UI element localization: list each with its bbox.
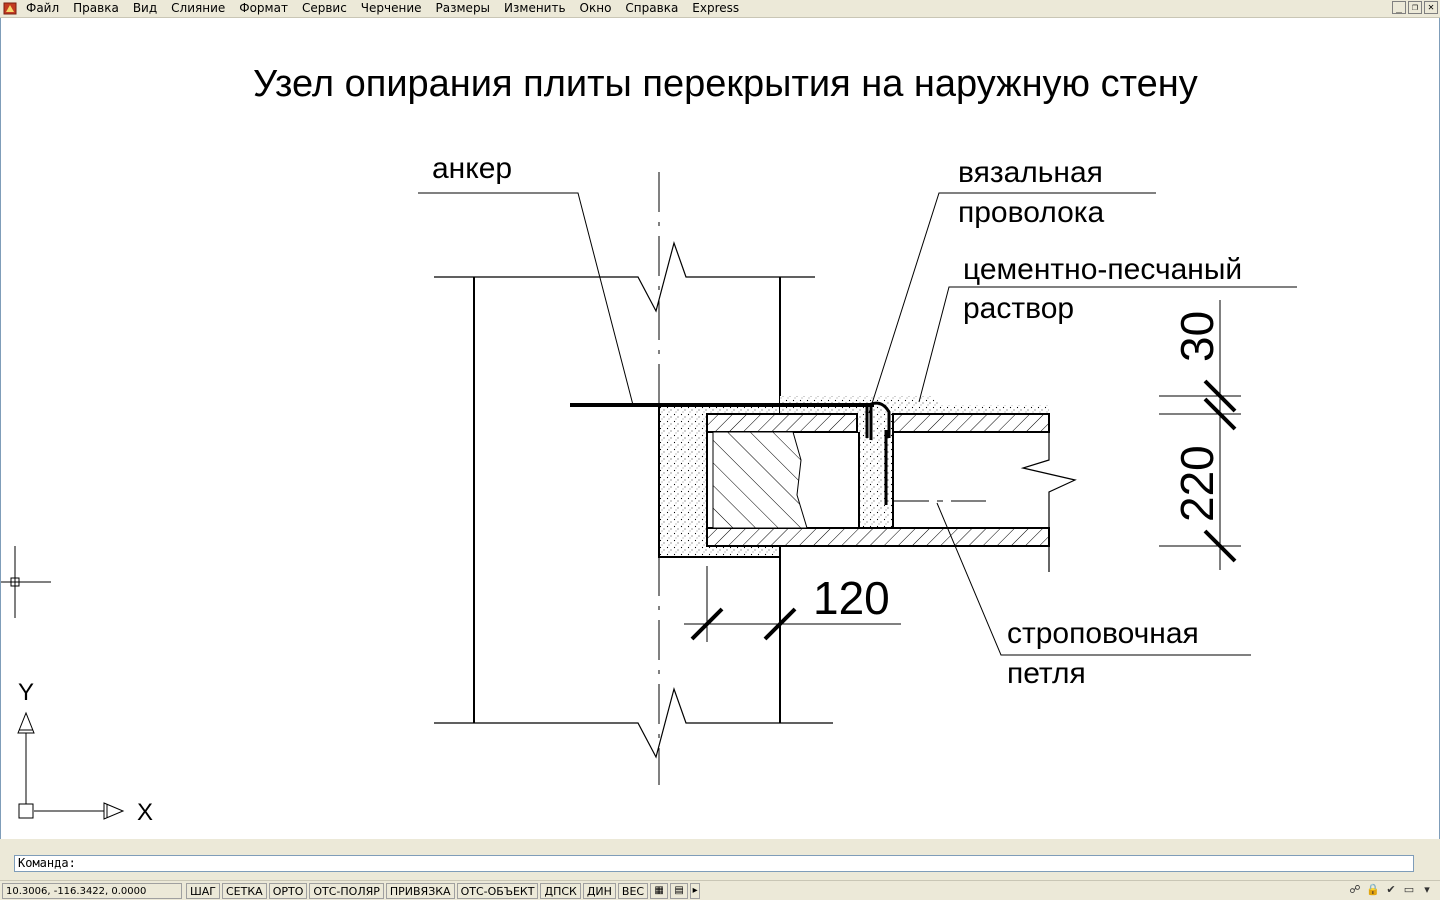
menu-modify[interactable]: Изменить xyxy=(504,1,566,15)
ucs-x-label: X xyxy=(137,799,153,826)
toggle-snap[interactable]: ШАГ xyxy=(186,883,220,899)
minimize-button[interactable]: _ xyxy=(1392,1,1406,14)
toggle-lwt[interactable]: ВЕС xyxy=(617,883,649,899)
command-area: Команда: xyxy=(0,839,1440,880)
slab-top-shell-right xyxy=(892,413,1050,433)
crosshair-cursor-icon xyxy=(1,546,51,618)
anchor-and-loop xyxy=(570,401,891,505)
menu-help[interactable]: Справка xyxy=(625,1,679,15)
toggle-grid[interactable]: СЕТКА xyxy=(222,883,267,899)
communication-center-icon[interactable]: ☍ xyxy=(1349,883,1361,896)
menu-view[interactable]: Вид xyxy=(132,1,158,15)
toggle-ortho[interactable]: ОРТО xyxy=(268,883,308,899)
coordinates-readout[interactable]: 10.3006, -116.3422, 0.0000 xyxy=(2,883,182,899)
wall-lower-break-line xyxy=(434,686,833,759)
close-button[interactable]: ✕ xyxy=(1424,1,1438,14)
window-controls: _ ❐ ✕ xyxy=(1392,1,1438,14)
status-bar: 10.3006, -116.3422, 0.0000 ШАГ СЕТКА ОРТ… xyxy=(0,880,1440,900)
wall-upper-break-line xyxy=(434,240,815,313)
ucs-icon: Y X xyxy=(17,679,153,826)
slab-top-shell xyxy=(706,413,858,433)
menu-merge[interactable]: Слияние xyxy=(171,1,226,15)
drafting-toggles: ШАГ СЕТКА ОРТО ОТС-ПОЛЯР ПРИВЯЗКА ОТС-ОБ… xyxy=(186,883,701,899)
label-loop-1: строповочная xyxy=(1007,617,1199,650)
toggle-polar[interactable]: ОТС-ПОЛЯР xyxy=(309,883,384,899)
dimension-vertical: 30 220 xyxy=(1159,300,1241,570)
drawing-canvas[interactable]: Узел опирания плиты перекрытия на наружн… xyxy=(0,18,1440,839)
slab-bottom-shell xyxy=(706,527,1050,547)
menu-format[interactable]: Формат xyxy=(239,1,288,15)
anchor-leader xyxy=(418,192,634,406)
autocad-app-icon[interactable] xyxy=(3,2,17,15)
model-icon[interactable]: ▦ xyxy=(650,883,669,899)
wall xyxy=(434,172,833,785)
command-input[interactable]: Команда: xyxy=(14,855,1414,872)
toggle-ducs[interactable]: ДПСК xyxy=(540,883,581,899)
layout-icon[interactable]: ▤ xyxy=(670,883,689,899)
lifting-loop xyxy=(865,401,891,438)
menu-draw[interactable]: Черчение xyxy=(360,1,422,15)
dim-tick-mid xyxy=(1203,397,1237,431)
dim-tick-bottom xyxy=(1203,529,1237,563)
dim-120-tick-right xyxy=(763,607,797,641)
slab-end-block xyxy=(712,431,808,529)
wire-leader xyxy=(868,192,1156,414)
menu-edit[interactable]: Правка xyxy=(73,1,119,15)
restore-button[interactable]: ❐ xyxy=(1408,1,1422,14)
command-prompt: Команда: xyxy=(18,856,76,870)
dimension-120: 120 xyxy=(684,566,901,642)
toggle-otrack[interactable]: ОТС-ОБЪЕКТ xyxy=(456,883,539,899)
menu-window[interactable]: Окно xyxy=(579,1,612,15)
annotations: анкер вязальная проволока цементно-песча… xyxy=(432,152,1242,690)
label-mortar-1: цементно-песчаный xyxy=(963,253,1242,286)
scroll-arrow-icon[interactable]: ▸ xyxy=(690,883,701,899)
toggle-dyn[interactable]: ДИН xyxy=(582,883,616,899)
cad-drawing[interactable]: Узел опирания плиты перекрытия на наружн… xyxy=(1,18,1439,839)
app-status-icon[interactable]: ▭ xyxy=(1403,883,1415,896)
leaders xyxy=(418,192,1297,656)
ucs-y-label: Y xyxy=(18,679,34,706)
loop-leader xyxy=(936,502,1251,656)
toggle-osnap[interactable]: ПРИВЯЗКА xyxy=(385,883,455,899)
floor-slab xyxy=(706,413,1077,572)
menu-tools[interactable]: Сервис xyxy=(301,1,347,15)
dim-tick-top xyxy=(1203,379,1237,413)
mortar-leader xyxy=(918,286,1297,403)
status-menu-arrow-icon[interactable]: ▾ xyxy=(1424,883,1430,896)
drawing-title: Узел опирания плиты перекрытия на наружн… xyxy=(253,63,1198,105)
dim-30-text: 30 xyxy=(1171,311,1223,362)
label-wire-1: вязальная xyxy=(958,156,1103,189)
menu-bar: Файл Правка Вид Слияние Формат Сервис Черчение… xyxy=(0,0,1440,18)
dim-220-text: 220 xyxy=(1171,445,1223,522)
status-tray: ☍ 🔒 ✔ ▭ ▾ xyxy=(1348,883,1434,897)
label-loop-2: петля xyxy=(1007,657,1086,690)
trusted-publisher-icon[interactable]: ✔ xyxy=(1386,883,1396,896)
menu-file[interactable]: Файл xyxy=(26,1,60,15)
label-wire-2: проволока xyxy=(958,196,1105,229)
label-mortar-2: раствор xyxy=(963,292,1074,325)
dim-120-tick-left xyxy=(690,607,724,641)
slab-break-line xyxy=(1020,414,1077,572)
label-anchor: анкер xyxy=(432,152,512,185)
dim-120-text: 120 xyxy=(813,572,890,624)
menu-express[interactable]: Express xyxy=(692,1,740,15)
menu-dimension[interactable]: Размеры xyxy=(435,1,491,15)
lock-icon[interactable]: 🔒 xyxy=(1366,883,1380,896)
